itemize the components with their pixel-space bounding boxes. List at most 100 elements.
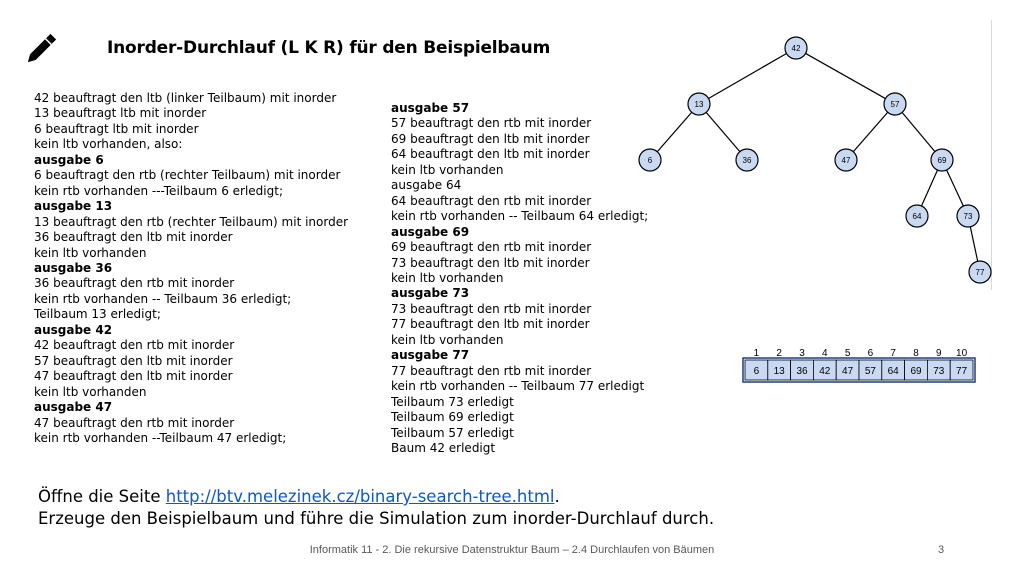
trace-line: 36 beauftragt den ltb mit inorder xyxy=(34,230,233,245)
array-value: 69 xyxy=(910,366,922,377)
trace-line: ausgabe 73 xyxy=(391,286,470,301)
trace-line: 13 beauftragt den rtb (rechter Teilbaum)… xyxy=(34,214,349,229)
trace-line: kein rtb vorhanden -- Teilbaum 64 erledi… xyxy=(391,209,649,224)
trace-line: 69 beauftragt den ltb mit inorder xyxy=(391,131,590,146)
tree-node-label: 47 xyxy=(842,156,851,165)
trace-line: ausgabe 36 xyxy=(34,260,113,275)
trace-line: 42 beauftragt den rtb mit inorder xyxy=(34,338,235,353)
trace-line: 57 beauftragt den ltb mit inorder xyxy=(34,353,233,368)
array-index: 3 xyxy=(799,348,805,359)
tree-node-label: 6 xyxy=(648,156,653,165)
array-index: 10 xyxy=(956,348,968,359)
trace-line: ausgabe 69 xyxy=(391,224,470,239)
tree-node xyxy=(687,92,711,116)
trace-line: 36 beauftragt den rtb mit inorder xyxy=(34,276,235,291)
array-cell xyxy=(949,359,974,381)
tree-node xyxy=(883,92,907,116)
tree-edge xyxy=(920,169,939,207)
instruction-line1-suffix: . xyxy=(554,487,560,506)
trace-left-column: 42 beauftragt den ltb (linker Teilbaum) … xyxy=(34,91,348,446)
trace-line: kein ltb vorhanden xyxy=(34,384,147,399)
slide-title: Inorder-Durchlauf (L K R) für den Beispi… xyxy=(107,38,551,58)
trace-line: Teilbaum 73 erledigt xyxy=(391,394,514,409)
trace-line: kein rtb vorhanden -- Teilbaum 77 erledi… xyxy=(391,379,645,394)
tree-node xyxy=(968,260,992,284)
tree-node-label: 57 xyxy=(891,100,900,109)
trace-line: 69 beauftragt den rtb mit inorder xyxy=(391,240,592,255)
trace-line: Teilbaum 69 erledigt xyxy=(391,410,514,425)
array-value: 73 xyxy=(933,366,945,377)
trace-line: kein rtb vorhanden ---Teilbaum 6 erledig… xyxy=(34,183,283,198)
trace-line: ausgabe 77 xyxy=(391,348,470,363)
array-index: 4 xyxy=(822,348,828,359)
array-value: 36 xyxy=(796,366,808,377)
tree-node xyxy=(930,148,954,172)
trace-line: kein ltb vorhanden xyxy=(391,332,504,347)
trace-line: 73 beauftragt den rtb mit inorder xyxy=(391,301,592,316)
trace-line: Teilbaum 13 erledigt; xyxy=(34,307,161,322)
instruction-line2: Erzeuge den Beispielbaum und führe die S… xyxy=(38,509,715,528)
trace-line: ausgabe 64 xyxy=(391,178,462,193)
array-index: 7 xyxy=(890,348,896,359)
tree-node xyxy=(735,148,759,172)
tree-node xyxy=(834,148,858,172)
array-value: 6 xyxy=(754,366,760,377)
tree-edge xyxy=(946,169,964,207)
tree-edge xyxy=(708,52,787,100)
tree-edge xyxy=(705,111,741,153)
simulation-link[interactable]: http://btv.melezinek.cz/binary-search-tr… xyxy=(165,487,555,506)
tree-node xyxy=(905,204,929,228)
page-number: 3 xyxy=(938,544,945,556)
tree-node-label: 13 xyxy=(695,100,704,109)
trace-line: ausgabe 47 xyxy=(34,400,113,415)
tree-edge xyxy=(656,111,693,153)
trace-line: 73 beauftragt den ltb mit inorder xyxy=(391,255,590,270)
trace-line: kein rtb vorhanden -- Teilbaum 36 erledi… xyxy=(34,291,292,306)
instruction-line1-prefix: Öffne die Seite xyxy=(38,487,166,506)
array-index: 9 xyxy=(936,348,942,359)
tree-node-label: 42 xyxy=(792,44,801,53)
array-index: 2 xyxy=(776,348,782,359)
tree-node-label: 69 xyxy=(938,156,947,165)
array-value: 77 xyxy=(956,366,968,377)
tree-node xyxy=(784,36,808,60)
trace-line: 6 beauftragt ltb mit inorder xyxy=(34,121,199,136)
array-value: 13 xyxy=(774,366,786,377)
trace-line: Teilbaum 57 erledigt xyxy=(391,425,514,440)
trace-line: ausgabe 42 xyxy=(34,322,113,337)
trace-line: kein ltb vorhanden xyxy=(34,245,147,260)
tree-node xyxy=(638,148,662,172)
array-value: 64 xyxy=(888,366,900,377)
trace-line: Baum 42 erledigt xyxy=(391,440,496,455)
trace-line: 6 beauftragt den rtb (rechter Teilbaum) … xyxy=(34,168,341,183)
array-index: 5 xyxy=(845,348,851,359)
trace-line: 47 beauftragt den ltb mit inorder xyxy=(34,369,233,384)
trace-line: 77 beauftragt den rtb mit inorder xyxy=(391,363,592,378)
trace-line: ausgabe 57 xyxy=(391,101,470,115)
divider-line xyxy=(991,20,992,290)
footer-text: Informatik 11 - 2. Die rekursive Datenst… xyxy=(309,544,715,556)
array-index: 6 xyxy=(868,348,874,359)
trace-line: kein ltb vorhanden xyxy=(391,270,504,285)
trace-line: 42 beauftragt den ltb (linker Teilbaum) … xyxy=(34,91,337,105)
tree-node xyxy=(956,204,980,228)
trace-line: 47 beauftragt den rtb mit inorder xyxy=(34,415,235,430)
array-value: 47 xyxy=(842,366,854,377)
trace-line: 57 beauftragt den rtb mit inorder xyxy=(391,116,592,131)
tree-edge xyxy=(852,111,889,153)
tree-edge xyxy=(901,112,936,152)
trace-line: 13 beauftragt ltb mit inorder xyxy=(34,106,207,121)
trace-line: 64 beauftragt den rtb mit inorder xyxy=(391,193,592,208)
array-border xyxy=(742,357,976,383)
tree-node-label: 77 xyxy=(976,268,985,277)
array-index: 1 xyxy=(754,348,760,359)
tree-edge xyxy=(805,52,886,100)
instructions: Öffne die Seite http://btv.melezinek.cz/… xyxy=(38,486,714,530)
tree-node-label: 73 xyxy=(964,212,973,221)
trace-line: kein ltb vorhanden, also: xyxy=(34,137,183,152)
tree-node-label: 64 xyxy=(913,212,922,221)
pencil-icon xyxy=(27,33,57,63)
